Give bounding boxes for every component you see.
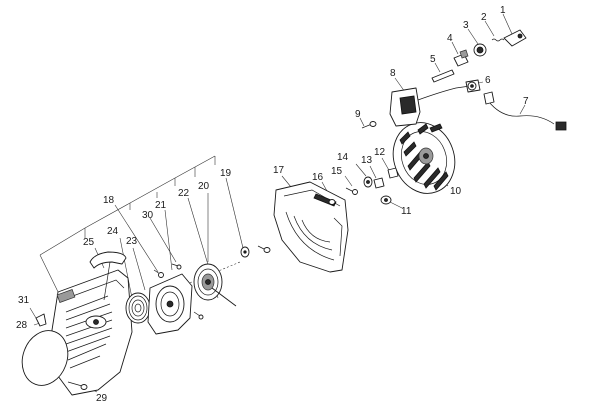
callout-30: 30 — [142, 210, 154, 221]
callout-11: 11 — [401, 206, 412, 217]
callout-18: 18 — [103, 195, 115, 206]
callout-14: 14 — [337, 152, 349, 163]
callout-19: 19 — [220, 168, 232, 179]
callout-10: 10 — [450, 186, 462, 197]
starter-rope — [211, 287, 237, 307]
starter-handle — [89, 251, 127, 301]
callout-1: 1 — [500, 5, 506, 16]
screw-19 — [257, 245, 271, 253]
callout-29: 29 — [96, 393, 108, 404]
rope-rotor — [193, 263, 223, 301]
screw-18 — [153, 269, 164, 278]
small-hardware-12 — [387, 167, 399, 179]
callout-13: 13 — [361, 155, 373, 166]
callout-31: 31 — [18, 295, 30, 306]
ignition-coil — [389, 79, 481, 127]
starter-housing — [51, 269, 133, 396]
spring-housing — [147, 273, 193, 335]
small-hardware-13 — [373, 177, 385, 189]
screw-30 — [171, 263, 182, 270]
callout-22: 22 — [178, 188, 190, 199]
nut-6 — [467, 81, 477, 91]
plug-boot — [473, 43, 487, 57]
filter-disc — [21, 330, 69, 386]
callout-6: 6 — [485, 75, 491, 86]
callout-23: 23 — [126, 236, 138, 247]
callout-25: 25 — [83, 237, 95, 248]
small-hardware-16 — [328, 199, 336, 205]
small-hardware-14 — [363, 176, 373, 188]
spring-2 — [491, 38, 505, 42]
callout-20: 20 — [198, 181, 210, 192]
callout-labels: 1 2 3 4 5 6 7 8 9 10 11 12 13 14 15 16 1… — [16, 5, 529, 404]
nut-11 — [380, 195, 392, 205]
terminal-1 — [503, 29, 527, 47]
callout-16: 16 — [312, 172, 324, 183]
callout-21: 21 — [155, 200, 167, 211]
callout-2: 2 — [481, 12, 487, 23]
rewind-spring — [125, 292, 151, 324]
callout-9: 9 — [355, 109, 361, 120]
screw-9 — [361, 121, 377, 129]
fan-cover — [273, 181, 349, 273]
callout-17: 17 — [273, 165, 285, 176]
screw-lower — [193, 311, 204, 320]
washer-20 — [240, 246, 250, 258]
callout-15: 15 — [331, 166, 343, 177]
callout-7: 7 — [523, 96, 529, 107]
pin-5 — [431, 69, 455, 83]
callout-4: 4 — [447, 33, 453, 44]
callout-5: 5 — [430, 54, 436, 65]
spark-plug — [453, 49, 469, 67]
callout-24: 24 — [107, 226, 119, 237]
clip-part — [35, 313, 47, 327]
callout-3: 3 — [463, 20, 469, 31]
callout-12: 12 — [374, 147, 386, 158]
small-hardware-15 — [345, 187, 358, 195]
callout-28: 28 — [16, 320, 28, 331]
short-circuit-wire — [483, 91, 567, 131]
callout-8: 8 — [390, 68, 396, 79]
screw-29 — [67, 381, 88, 390]
flywheel — [392, 122, 456, 194]
